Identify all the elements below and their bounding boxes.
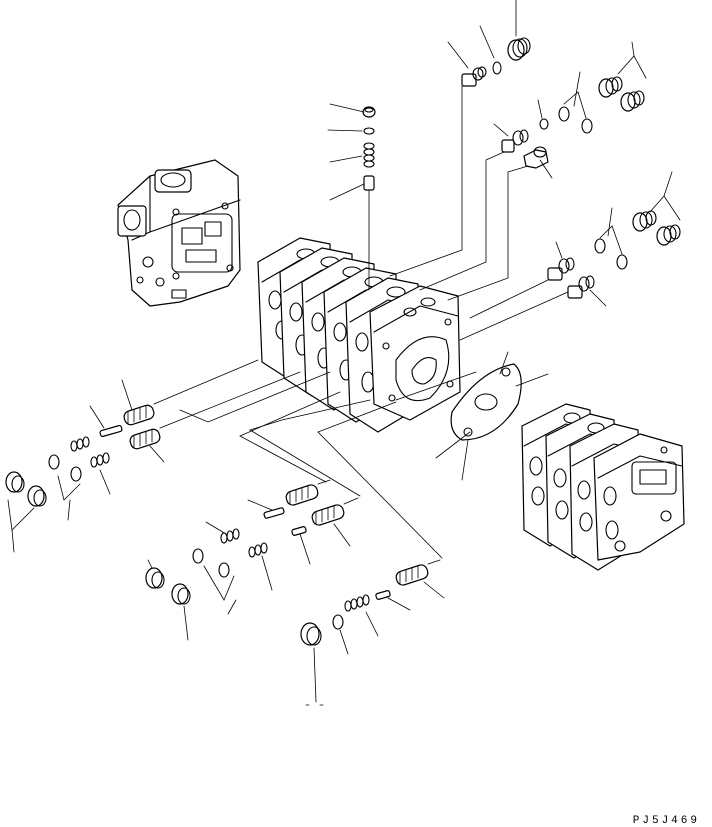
right-valve-block [522,404,684,570]
top-plug-stack [363,107,375,290]
left-spool-parts [6,360,258,506]
main-valve-stack [258,238,460,432]
assembly-lines [8,0,680,705]
gasket-plate [451,364,521,440]
lower-center-parts [146,480,440,645]
right-middle-parts [548,211,680,298]
end-cover-left [118,160,240,306]
drawing-code: PJ5J469 [632,815,700,827]
top-right-parts [462,38,644,168]
